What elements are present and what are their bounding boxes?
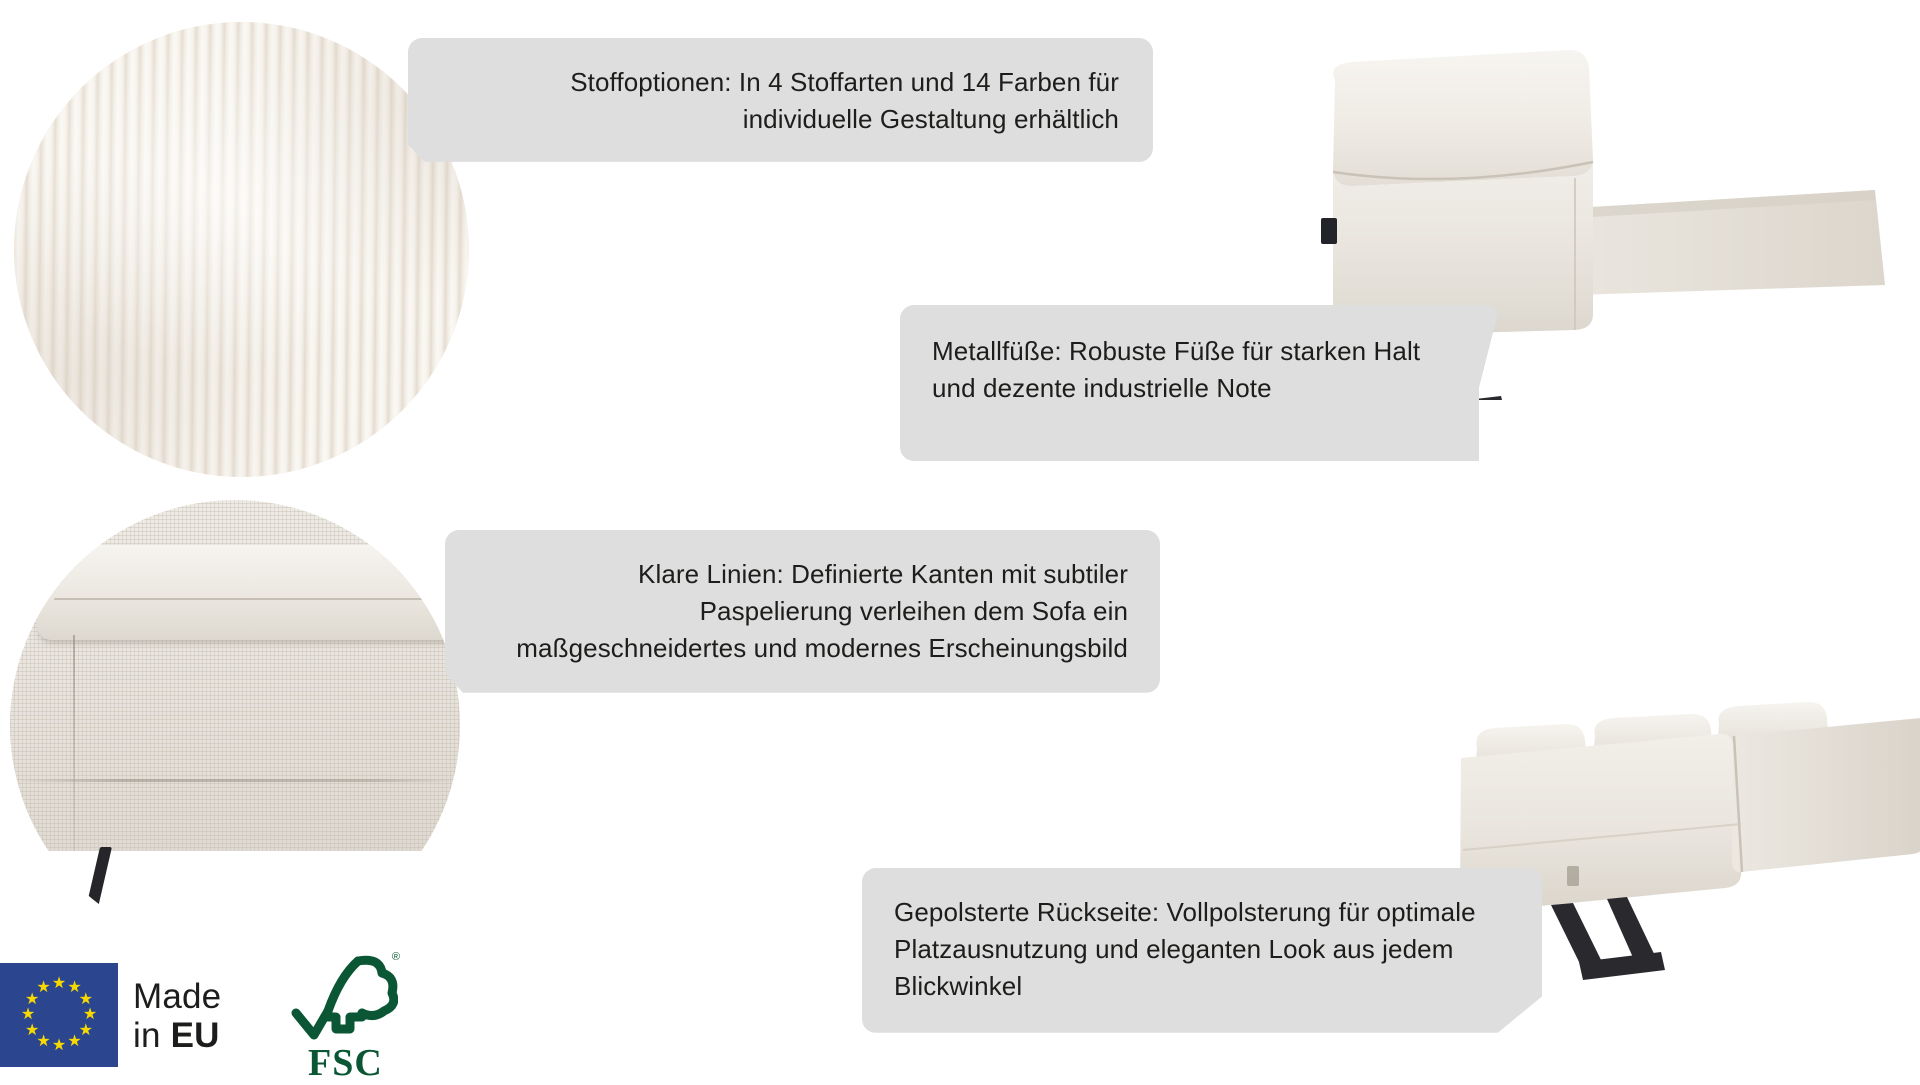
fsc-tree-checkmark-icon: [291, 955, 399, 1040]
sofa-arm-top-cushion: [1333, 49, 1593, 187]
callout-metallfuesse-text: Metallfüße: Robuste Füße für starken Hal…: [932, 336, 1421, 403]
made-in-eu-line2: in EU: [133, 1016, 221, 1055]
photo-fabric-corduroy: [14, 22, 469, 477]
sofa-back-leg-foot: [1579, 952, 1665, 980]
photo-seam-detail: [10, 500, 460, 950]
eu-star: ★: [78, 1021, 94, 1039]
eu-star: ★: [24, 990, 40, 1008]
eu-star: ★: [51, 1037, 67, 1054]
eu-star: ★: [78, 990, 94, 1008]
sofa-back-panel-right: [1732, 718, 1920, 873]
sofa-arm-piping: [1332, 160, 1594, 181]
eu-star: ★: [51, 975, 67, 992]
sofa-back-seam: [1732, 735, 1744, 873]
callout-stoffoptionen-text: Stoffoptionen: In 4 Stoffarten und 14 Fa…: [570, 67, 1119, 134]
sofa-back-panel-left: [1460, 733, 1742, 913]
eu-star: ★: [67, 1032, 82, 1050]
callout-gepolsterte-rueckseite-text: Gepolsterte Rückseite: Vollpolsterung fü…: [894, 897, 1476, 1001]
sofa-back-leg-b: [1607, 897, 1657, 962]
callout-klare-linien-text: Klare Linien: Definierte Kanten mit subt…: [516, 559, 1128, 663]
corduroy-light-sheen: [14, 22, 469, 477]
eu-star: ★: [36, 979, 51, 997]
callout-gepolsterte-rueckseite: Gepolsterte Rückseite: Vollpolsterung fü…: [862, 868, 1542, 1033]
sofa-arm-front-face: [1333, 160, 1593, 336]
callout-klare-linien: Klare Linien: Definierte Kanten mit subt…: [445, 530, 1160, 693]
seam-arm-top: [37, 545, 460, 640]
sofa-back-tag: [1567, 866, 1579, 886]
eu-star: ★: [82, 1006, 98, 1023]
fsc-wordmark: FSC: [308, 1042, 383, 1084]
sofa-back-skirt-line: [1462, 823, 1742, 851]
seam-floor: [10, 851, 460, 950]
made-in-eu-label: Made in EU: [133, 977, 221, 1055]
eu-flag-icon: ★★★★★★★★★★★★: [0, 963, 118, 1067]
photo-sofa-back: [1460, 701, 1920, 980]
sofa-fabric-tag: [1321, 218, 1337, 244]
sofa-arm-far-seam: [1575, 190, 1875, 218]
callout-metallfuesse: Metallfüße: Robuste Füße für starken Hal…: [900, 305, 1500, 461]
fsc-registered-mark: ®: [391, 951, 400, 963]
eu-star: ★: [67, 979, 82, 997]
eu-star: ★: [24, 1021, 40, 1039]
certification-row: ★★★★★★★★★★★★ Made in EU ® FSC: [0, 951, 420, 1084]
fsc-logo-icon: ® FSC: [288, 951, 400, 1084]
sofa-back-leg-a: [1551, 903, 1605, 970]
sofa-arm-far-block: [1575, 190, 1885, 295]
callout-stoffoptionen: Stoffoptionen: In 4 Stoffarten und 14 Fa…: [408, 38, 1153, 162]
eu-star: ★: [20, 1006, 36, 1023]
eu-star: ★: [36, 1032, 51, 1050]
seam-piping-line: [73, 635, 75, 851]
seam-seat-line: [10, 779, 460, 782]
seam-metal-leg: [73, 846, 196, 950]
made-in-eu-line1: Made: [133, 977, 222, 1016]
made-in-eu-prefix: in: [133, 1016, 171, 1056]
made-in-eu-bold: EU: [170, 1016, 220, 1056]
